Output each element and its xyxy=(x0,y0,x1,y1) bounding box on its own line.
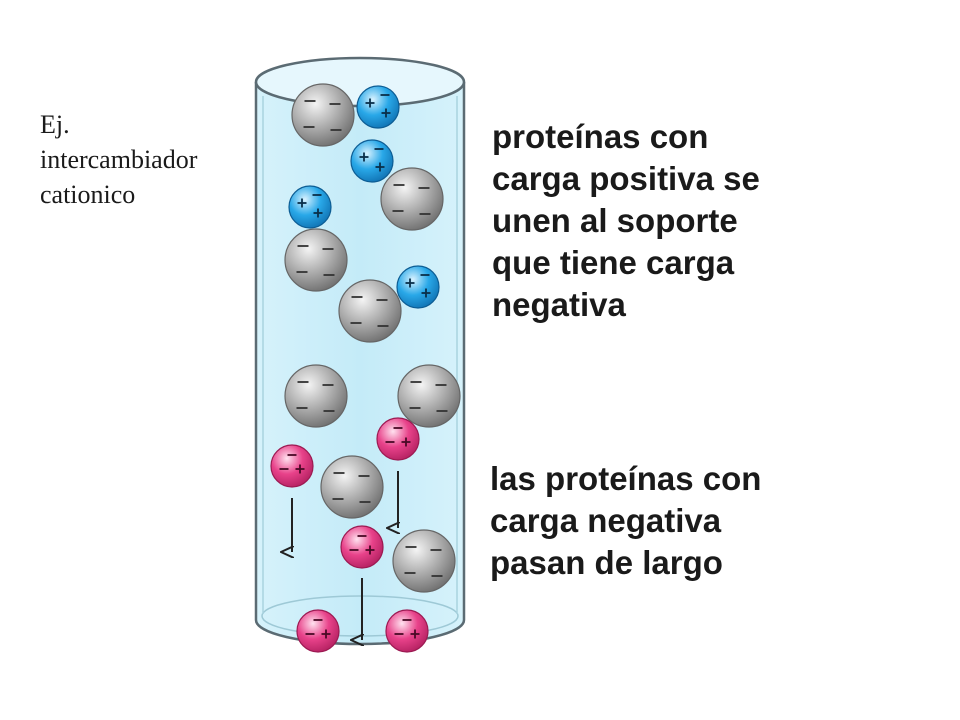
resin-bead-sphere xyxy=(291,83,355,147)
positive-protein xyxy=(288,185,332,229)
caption-line: carga positiva se xyxy=(492,160,760,197)
caption-line: negativa xyxy=(492,286,626,323)
example-label-line: intercambiador xyxy=(40,145,198,174)
passing-proteins-caption: las proteínas con carga negativa pasan d… xyxy=(490,458,761,584)
resin-bead xyxy=(380,167,444,231)
caption-line: pasan de largo xyxy=(490,544,723,581)
positive-protein xyxy=(350,139,394,183)
bound-proteins xyxy=(288,85,440,309)
negative-protein-sphere xyxy=(376,417,420,461)
negative-protein-sphere xyxy=(385,609,429,653)
resin-bead-sphere xyxy=(284,228,348,292)
resin-bead-sphere xyxy=(397,364,461,428)
negative-protein xyxy=(340,525,384,569)
negative-protein-sphere xyxy=(270,444,314,488)
resin-bead xyxy=(291,83,355,147)
negative-protein xyxy=(376,417,420,461)
negative-protein xyxy=(296,609,340,653)
caption-line: unen al soporte xyxy=(492,202,738,239)
negative-protein-sphere xyxy=(340,525,384,569)
caption-line: las proteínas con xyxy=(490,460,762,497)
resin-bead-sphere xyxy=(320,455,384,519)
resin-bead xyxy=(392,529,456,593)
resin-bead-sphere xyxy=(284,364,348,428)
flowing-proteins xyxy=(270,417,429,653)
positive-protein xyxy=(396,265,440,309)
positive-protein xyxy=(356,85,400,129)
resin-bead xyxy=(320,455,384,519)
positive-protein-sphere xyxy=(396,265,440,309)
resin-bead-sphere xyxy=(392,529,456,593)
negative-protein xyxy=(385,609,429,653)
resin-bead-sphere xyxy=(380,167,444,231)
caption-line: que tiene carga xyxy=(492,244,735,281)
resin-bead-sphere xyxy=(338,279,402,343)
example-label-line: cationico xyxy=(40,180,136,209)
example-label: Ej. intercambiador cationico xyxy=(40,107,197,212)
resin-bead xyxy=(338,279,402,343)
positive-protein-sphere xyxy=(356,85,400,129)
positive-protein-sphere xyxy=(350,139,394,183)
example-label-line: Ej. xyxy=(40,110,70,139)
resin-bead xyxy=(284,228,348,292)
resin-beads xyxy=(284,83,461,593)
caption-line: proteínas con xyxy=(492,118,709,155)
resin-bead xyxy=(284,364,348,428)
resin-bead xyxy=(397,364,461,428)
negative-protein xyxy=(270,444,314,488)
flow-arrows xyxy=(292,471,398,640)
caption-line: carga negativa xyxy=(490,502,722,539)
positive-protein-sphere xyxy=(288,185,332,229)
bound-proteins-caption: proteínas con carga positiva se unen al … xyxy=(492,116,760,326)
negative-protein-sphere xyxy=(296,609,340,653)
